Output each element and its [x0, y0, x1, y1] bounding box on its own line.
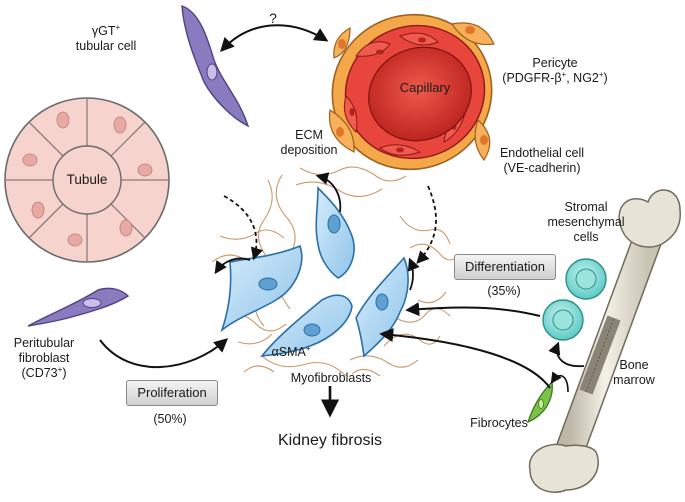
capillary-vessel [328, 13, 495, 171]
asma-label: αSMA+ [268, 343, 314, 360]
myofibroblast-nucleus [375, 293, 389, 311]
endothelial-title: Endothelial cell [499, 146, 585, 160]
myofibroblast-nucleus [258, 277, 278, 291]
myofibroblasts-label: Myofibroblasts [290, 371, 372, 385]
pericyte-sup-2: + [598, 69, 604, 79]
fibroblast-nucleus [206, 63, 218, 81]
ggt-text: γGT [91, 24, 116, 38]
capillary-label: Capillary [399, 80, 451, 95]
differentiation-percent: (35%) [487, 284, 521, 298]
myofibroblast-nucleus [327, 214, 341, 234]
fibrocyte-from-marrow-arrow [550, 371, 569, 393]
ecm-deposition-label: ECM deposition [270, 128, 348, 158]
pericyte-markers-b: , NG2 [566, 71, 599, 85]
fibrocyte-arrow [379, 328, 551, 389]
tubule-cross-section [4, 97, 170, 263]
question-mark: ? [269, 10, 277, 26]
asma-sup: + [305, 343, 311, 353]
peritubular-fibroblast-cell [27, 287, 130, 327]
differentiation-box: Differentiation [454, 254, 556, 280]
proliferation-percent: (50%) [153, 412, 187, 426]
ggt-sup: + [115, 22, 121, 32]
bone-marrow-bone [528, 189, 681, 493]
ecm-deposition-arrow [315, 172, 342, 213]
pericyte-markers-a: (PDGFR-β [502, 71, 562, 85]
stromal-line-3: cells [573, 230, 599, 244]
stromal-from-marrow-arrow [548, 341, 585, 367]
pericyte-markers-c: ) [603, 71, 608, 85]
endothelial-dashed-arrow [416, 185, 437, 264]
endothelial-marker: (VE-cadherin) [503, 161, 581, 175]
pericyte-label: Pericyte (PDGFR-β+, NG2+) [500, 56, 610, 86]
peri-line-3a: (CD73 [21, 366, 58, 380]
transition-arrow-left [214, 257, 251, 275]
peri-line-2: fibroblast [18, 351, 70, 365]
question-arrow [220, 24, 329, 53]
peri-sup: + [57, 364, 63, 374]
bone-marrow-label: Bone marrow [606, 358, 662, 388]
peritubular-fibroblast-label: Peritubular fibroblast (CD73+) [4, 336, 84, 381]
bone-line-2: marrow [613, 373, 655, 387]
transition-arrow-right [407, 257, 420, 291]
differentiation-arrow [405, 302, 541, 317]
stromal-line-1: Stromal [564, 200, 608, 214]
endothelial-cell-label: Endothelial cell (VE-cadherin) [488, 146, 596, 176]
kidney-fibrosis-label: Kidney fibrosis [277, 432, 383, 449]
ggt-cell-text: tubular cell [75, 39, 137, 53]
asma-text: αSMA [271, 345, 306, 359]
pericyte-title: Pericyte [532, 56, 578, 70]
peri-line-3b: ) [62, 366, 67, 380]
stromal-cells-label: Stromal mesenchymal cells [540, 200, 632, 245]
peritubular-fibroblast-nucleus [82, 298, 102, 308]
stromal-mesenchymal-cells [542, 258, 607, 341]
myofibroblast-nucleus [303, 323, 321, 337]
bone-line-1: Bone [619, 358, 649, 372]
tubule-label: Tubule [66, 172, 108, 187]
pericyte-sup-1: + [561, 69, 567, 79]
stromal-line-2: mesenchymal [547, 215, 625, 229]
ecm-line-2: deposition [280, 143, 338, 157]
peri-line-1: Peritubular [13, 336, 75, 350]
proliferation-box: Proliferation [126, 380, 218, 406]
fibrocytes-label: Fibrocytes [470, 416, 528, 430]
proliferation-arrow [99, 338, 229, 369]
ecm-line-1: ECM [295, 128, 323, 142]
ggt-tubular-cell-label: γGT+ tubular cell [62, 22, 150, 54]
fibrocyte-nucleus [538, 399, 544, 409]
tubular-emt-dashed-arrow [223, 195, 263, 261]
